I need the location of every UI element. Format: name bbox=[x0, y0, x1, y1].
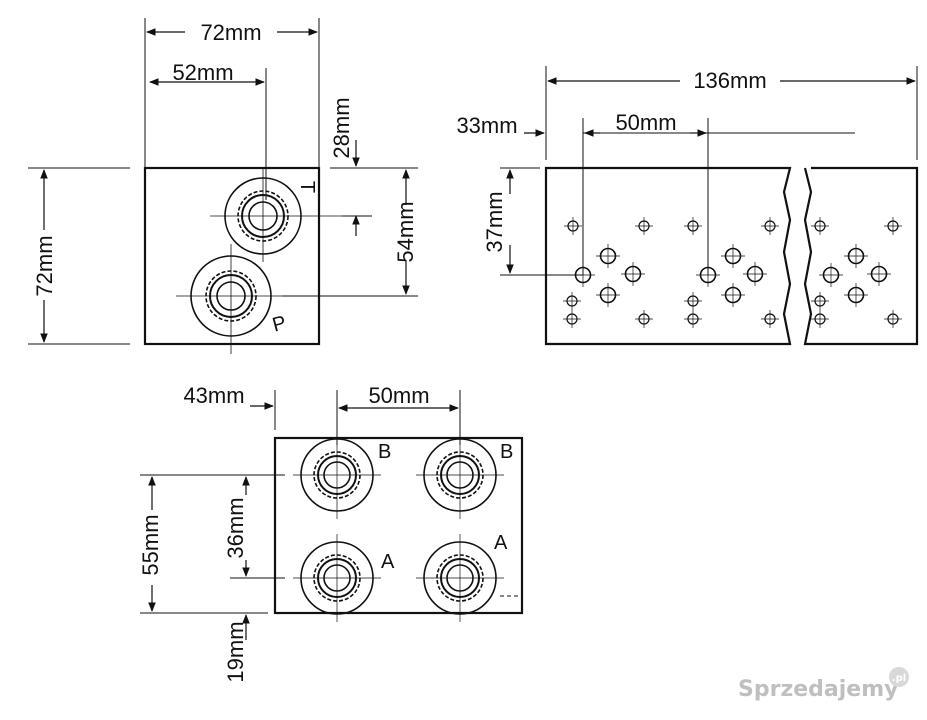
dim-bottom-port-spacing: 36mm bbox=[223, 497, 248, 558]
watermark-tld: .pl bbox=[892, 673, 906, 684]
watermark-badge bbox=[889, 667, 909, 687]
large-hole bbox=[819, 263, 843, 287]
dim-t-offset: 28mm bbox=[329, 97, 354, 158]
dim-bottom-offset: 19mm bbox=[223, 621, 248, 682]
dim-top-right-height: 37mm bbox=[482, 191, 507, 252]
block-outline-right bbox=[803, 166, 919, 346]
small-hole bbox=[761, 310, 779, 328]
bottom-port-label: B bbox=[378, 441, 391, 463]
small-hole bbox=[811, 217, 829, 235]
port-p-label: P bbox=[270, 312, 289, 337]
port-p bbox=[176, 244, 286, 354]
large-hole bbox=[571, 263, 595, 287]
bottom-port-label: A bbox=[381, 551, 395, 573]
large-hole bbox=[596, 244, 620, 268]
bottom-view bbox=[140, 390, 524, 640]
watermark-brand: Sprzedajemy bbox=[738, 677, 899, 702]
dim-bottom-pitch: 50mm bbox=[368, 383, 429, 408]
dim-top-left-width: 72mm bbox=[200, 20, 261, 45]
large-hole bbox=[721, 244, 745, 268]
block-outline bbox=[143, 166, 321, 346]
small-hole bbox=[884, 217, 902, 235]
small-hole bbox=[563, 310, 581, 328]
large-hole bbox=[621, 262, 645, 286]
small-hole bbox=[684, 217, 702, 235]
top-right-view bbox=[500, 66, 919, 346]
large-hole bbox=[596, 283, 620, 307]
bottom-port bbox=[416, 431, 504, 519]
small-hole bbox=[684, 310, 702, 328]
bottom-ports: B B A A bbox=[293, 431, 513, 622]
dim-bottom-left-offset: 43mm bbox=[183, 383, 244, 408]
small-hole bbox=[811, 292, 829, 310]
port-t-label: T bbox=[296, 181, 318, 193]
small-hole bbox=[635, 217, 653, 235]
large-hole bbox=[721, 283, 745, 307]
large-hole bbox=[743, 262, 767, 286]
bottom-port-label: A bbox=[494, 532, 508, 554]
block-outline-left bbox=[544, 166, 792, 346]
block-outline-bottom bbox=[273, 436, 524, 615]
mounting-hole-pattern bbox=[563, 217, 902, 328]
small-hole bbox=[564, 217, 582, 235]
bottom-port bbox=[293, 534, 381, 622]
dim-top-left-offset: 52mm bbox=[172, 60, 233, 85]
dim-top-right-length: 136mm bbox=[693, 68, 766, 93]
small-hole bbox=[811, 310, 829, 328]
dim-p-offset: 54mm bbox=[393, 201, 418, 262]
bottom-port bbox=[293, 431, 381, 519]
large-hole bbox=[696, 263, 720, 287]
port-t bbox=[210, 168, 342, 262]
dim-bottom-height: 55mm bbox=[138, 514, 163, 575]
watermark: Sprzedajemy .pl bbox=[738, 667, 909, 702]
dim-top-right-first-offset: 33mm bbox=[456, 113, 517, 138]
dim-top-left-height: 72mm bbox=[32, 235, 57, 296]
small-hole bbox=[635, 310, 653, 328]
bottom-port bbox=[416, 534, 504, 622]
small-hole bbox=[761, 217, 779, 235]
bottom-port-label: B bbox=[500, 441, 513, 463]
dim-top-right-pitch: 50mm bbox=[615, 110, 676, 135]
large-hole bbox=[867, 262, 891, 286]
top-left-view bbox=[28, 18, 418, 354]
small-hole bbox=[563, 292, 581, 310]
large-hole bbox=[844, 283, 868, 307]
large-hole bbox=[844, 244, 868, 268]
small-hole bbox=[684, 292, 702, 310]
small-hole bbox=[884, 310, 902, 328]
